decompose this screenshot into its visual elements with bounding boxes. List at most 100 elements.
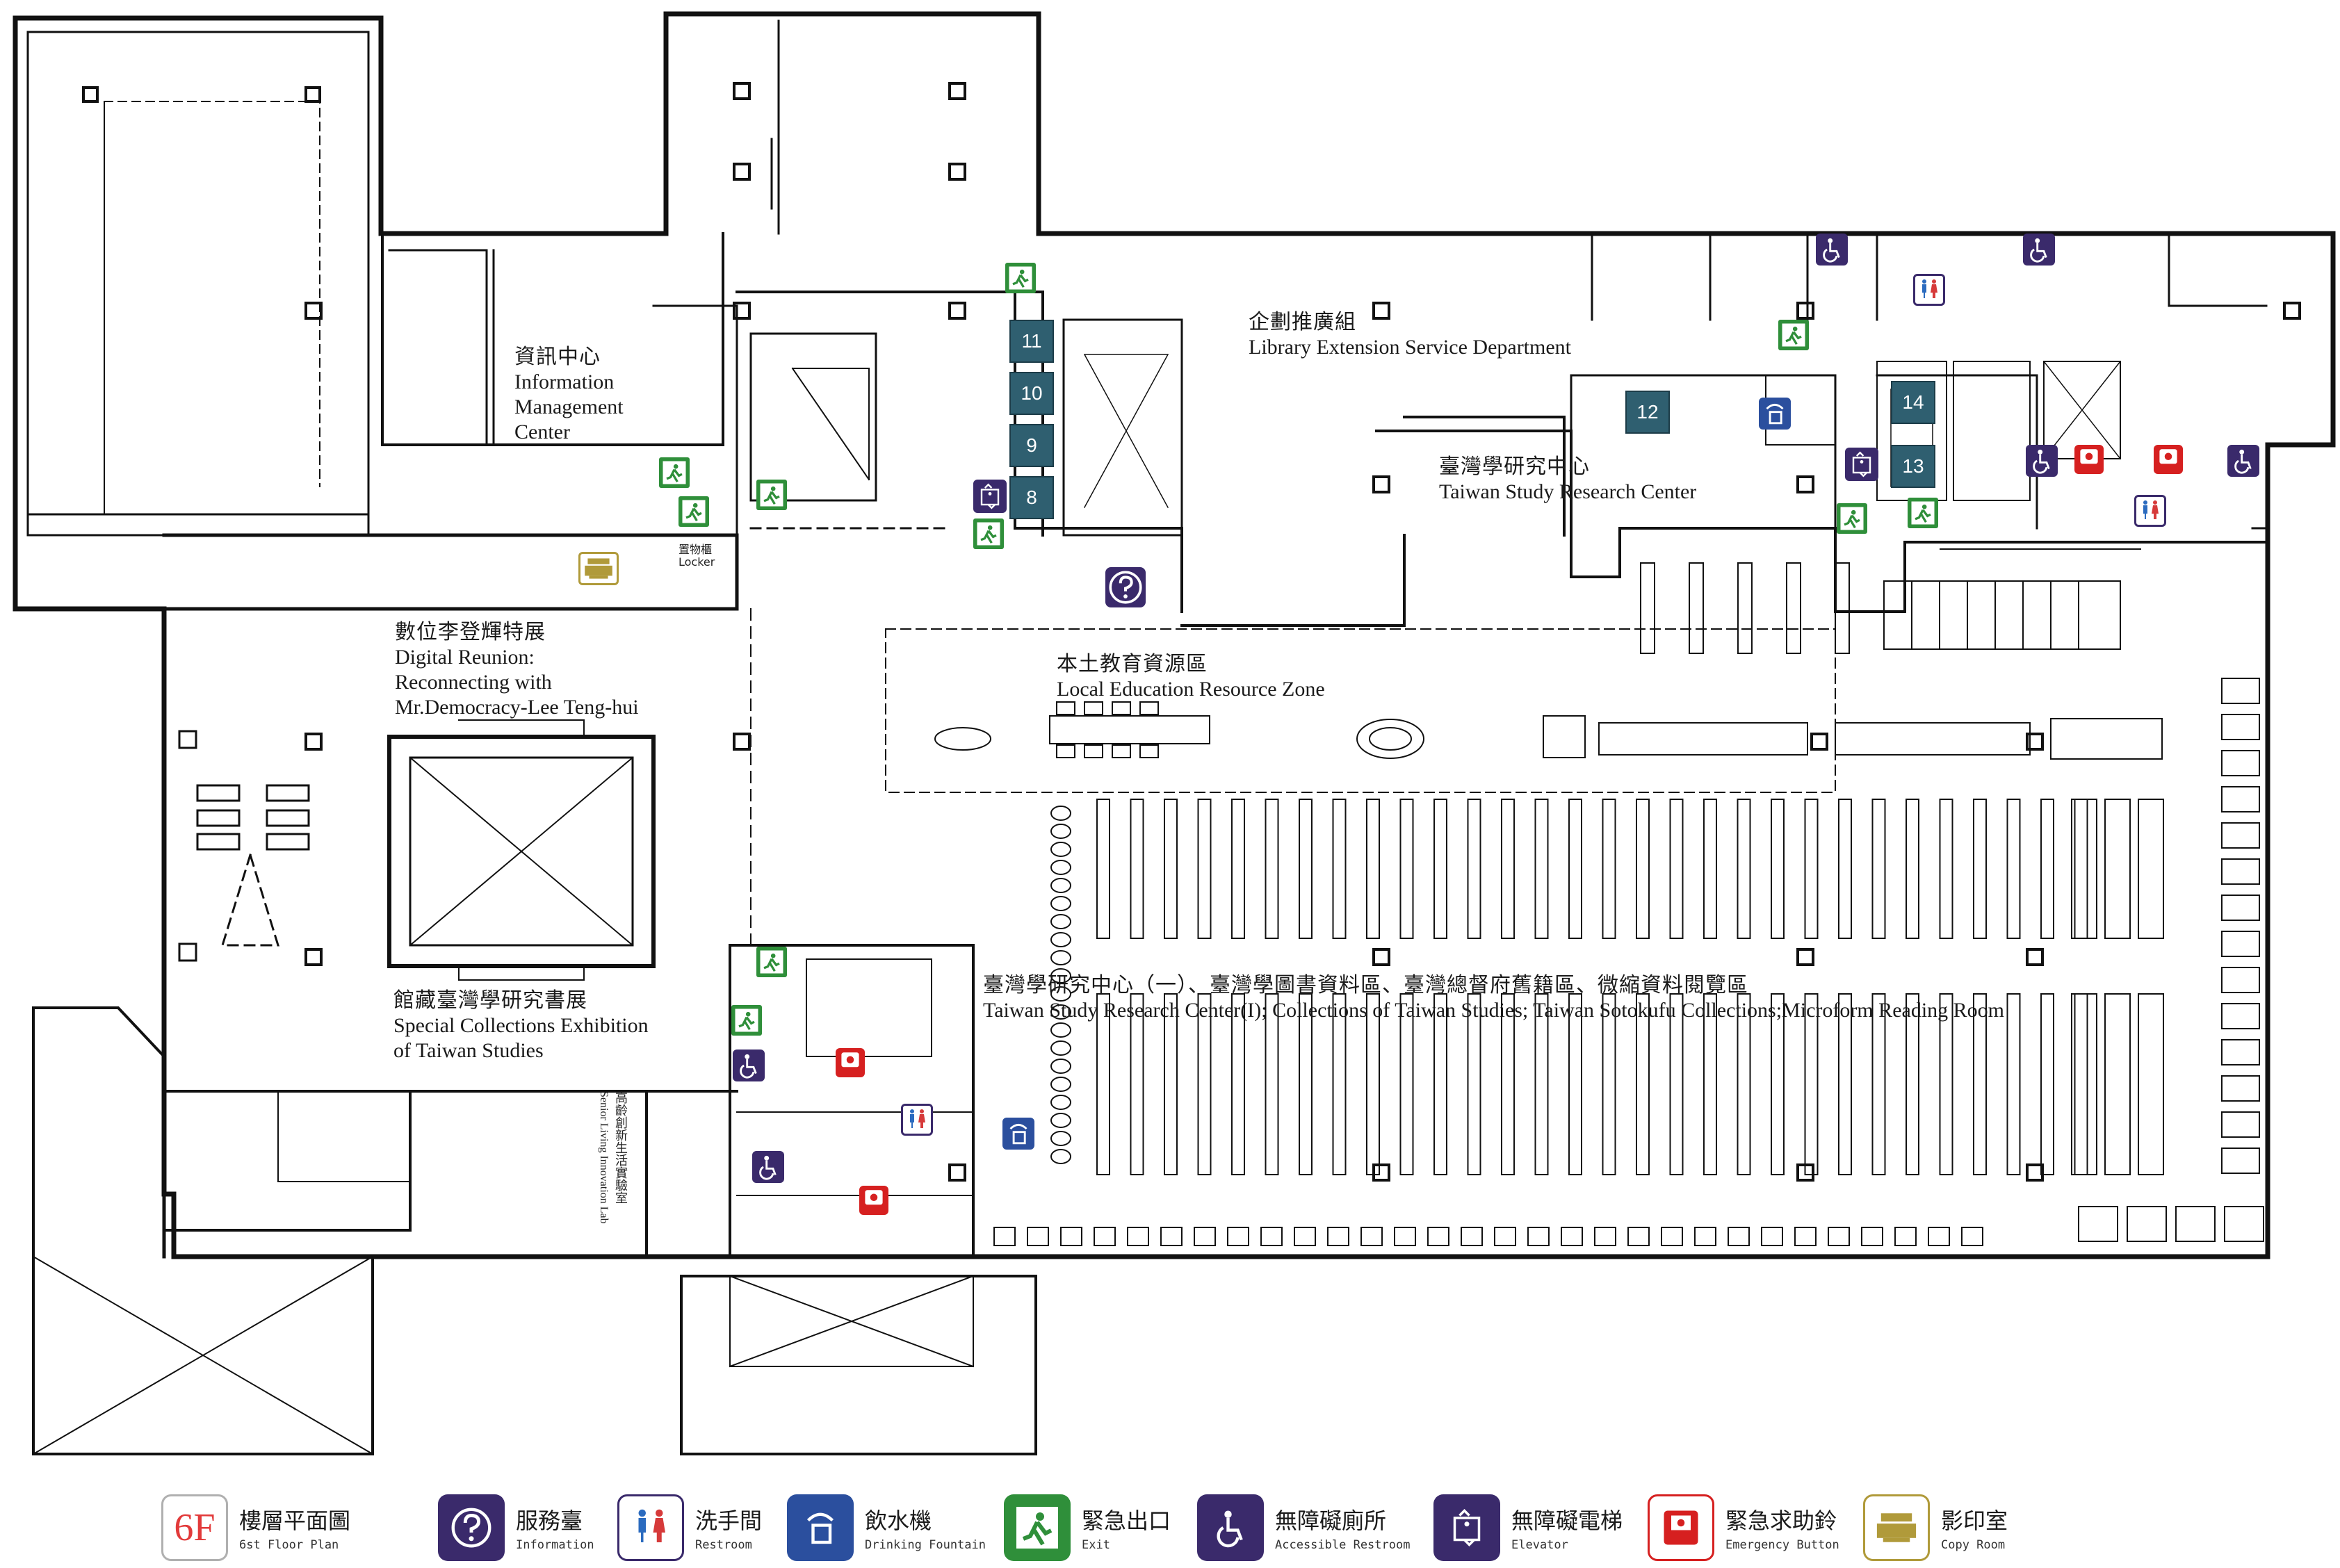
- copy-room-icon: [578, 552, 619, 585]
- book-shelf: [1973, 993, 1987, 1175]
- exit-icon: [1908, 498, 1938, 528]
- book-shelf: [1299, 993, 1313, 1175]
- elevator-car-11: 11: [1009, 320, 1054, 363]
- book-shelf: [1771, 799, 1785, 939]
- study-desk: [2221, 858, 2260, 885]
- study-desk: [2221, 1003, 2260, 1029]
- book-shelf: [1602, 799, 1616, 939]
- study-desk: [1961, 1227, 1983, 1246]
- book-shelf: [1299, 799, 1313, 939]
- book-shelf: [1871, 799, 1886, 939]
- elevator-icon: [1845, 448, 1878, 481]
- study-desk: [1360, 1227, 1383, 1246]
- taiwan-study-center-label: 臺灣學研究中心 Taiwan Study Research Center: [1439, 455, 1697, 503]
- special-collections-label: 館藏臺灣學研究書展 Special Collections Exhibition…: [393, 988, 649, 1062]
- seat: [1050, 986, 1071, 1002]
- book-shelf: [1467, 993, 1481, 1175]
- elevator-car-10: 10: [1009, 372, 1054, 415]
- book-shelf: [1838, 993, 1852, 1175]
- book-shelf: [2006, 993, 2021, 1175]
- book-shelf: [1906, 799, 1919, 939]
- elevator-car-8: 8: [1009, 476, 1054, 519]
- seat: [1050, 1077, 1071, 1092]
- exit-icon: [679, 496, 709, 527]
- study-desk: [1327, 1227, 1349, 1246]
- book-shelf: [1835, 562, 1850, 654]
- book-shelf: [1265, 799, 1279, 939]
- book-shelf: [1737, 993, 1751, 1175]
- senior-lab-label: 高齡創新生活實驗室 Senior Living Innovation Lab: [598, 1091, 628, 1224]
- study-desk: [2221, 822, 2260, 849]
- study-desk: [1427, 1227, 1449, 1246]
- elevator-icon: [1433, 1494, 1500, 1561]
- book-shelf: [1164, 993, 1178, 1175]
- accessible-restroom-icon: [752, 1151, 784, 1183]
- study-desk: [1194, 1227, 1216, 1246]
- accessible-restroom-icon: [2227, 445, 2259, 477]
- book-shelf: [1838, 799, 1852, 939]
- book-shelf: [2138, 993, 2164, 1175]
- book-shelf: [2074, 799, 2088, 939]
- study-desk: [1027, 1227, 1049, 1246]
- book-shelf: [1689, 562, 1704, 654]
- study-desk: [1561, 1227, 1583, 1246]
- restroom-icon: [1913, 274, 1945, 306]
- book-shelf: [1737, 799, 1751, 939]
- book-shelf: [2040, 993, 2054, 1175]
- book-shelf: [1786, 562, 1801, 654]
- copy-room-icon: [1863, 1494, 1930, 1561]
- emergency-button-icon: [859, 1186, 888, 1215]
- book-shelf: [1568, 993, 1582, 1175]
- book-stacks: [1096, 799, 2164, 1175]
- book-shelf: [1332, 799, 1347, 939]
- reading-room-label: 臺灣學研究中心（一）、臺灣學圖書資料區、臺灣總督府舊籍區、微縮資料閱覽區 Tai…: [983, 973, 2005, 1022]
- local-education-zone-outline: [885, 628, 1836, 793]
- seat: [1050, 806, 1071, 821]
- study-desk: [1694, 1227, 1716, 1246]
- study-desk: [1928, 1227, 1950, 1246]
- accessible-restroom-icon: [2023, 234, 2055, 266]
- book-shelf: [1636, 799, 1650, 939]
- emergency-button-icon: [2074, 445, 2104, 474]
- study-desk: [1094, 1227, 1116, 1246]
- book-shelf: [2104, 799, 2131, 939]
- book-shelf: [2006, 799, 2021, 939]
- book-shelf: [1973, 799, 1987, 939]
- study-desk: [2221, 786, 2260, 812]
- book-shelf: [1501, 993, 1515, 1175]
- inner-wall-left-tower: [26, 31, 370, 537]
- seat: [1050, 1149, 1071, 1164]
- book-shelf: [2104, 993, 2131, 1175]
- book-shelf: [1804, 799, 1819, 939]
- study-desk: [2224, 1206, 2264, 1242]
- book-shelf: [1332, 993, 1347, 1175]
- restroom-icon: [2134, 495, 2166, 527]
- info-center-label: 資訊中心 Information Management Center: [514, 345, 624, 443]
- study-desk: [1461, 1227, 1483, 1246]
- restroom-icon: [617, 1494, 684, 1561]
- accessible-restroom-icon: [2026, 445, 2058, 477]
- drinking-fountain-icon: [1002, 1118, 1034, 1150]
- seat: [1050, 1022, 1071, 1038]
- seat: [1050, 1004, 1071, 1020]
- exit-icon: [731, 1005, 762, 1036]
- elevator-car-9: 9: [1009, 424, 1054, 467]
- study-desk: [1127, 1227, 1149, 1246]
- book-shelf: [1197, 799, 1212, 939]
- study-desk: [1627, 1227, 1650, 1246]
- study-desk: [2221, 750, 2260, 776]
- book-shelf: [1640, 562, 1655, 654]
- study-desk: [2221, 714, 2260, 740]
- seat: [1050, 914, 1071, 929]
- book-shelf: [1771, 993, 1785, 1175]
- exit-icon: [973, 518, 1004, 549]
- study-desk: [2221, 967, 2260, 993]
- study-desk: [993, 1227, 1016, 1246]
- outer-wall: [13, 11, 2336, 1259]
- book-shelf: [1265, 993, 1279, 1175]
- local-education-label: 本土教育資源區 Local Education Resource Zone: [1057, 652, 1325, 701]
- study-desk: [2221, 1111, 2260, 1138]
